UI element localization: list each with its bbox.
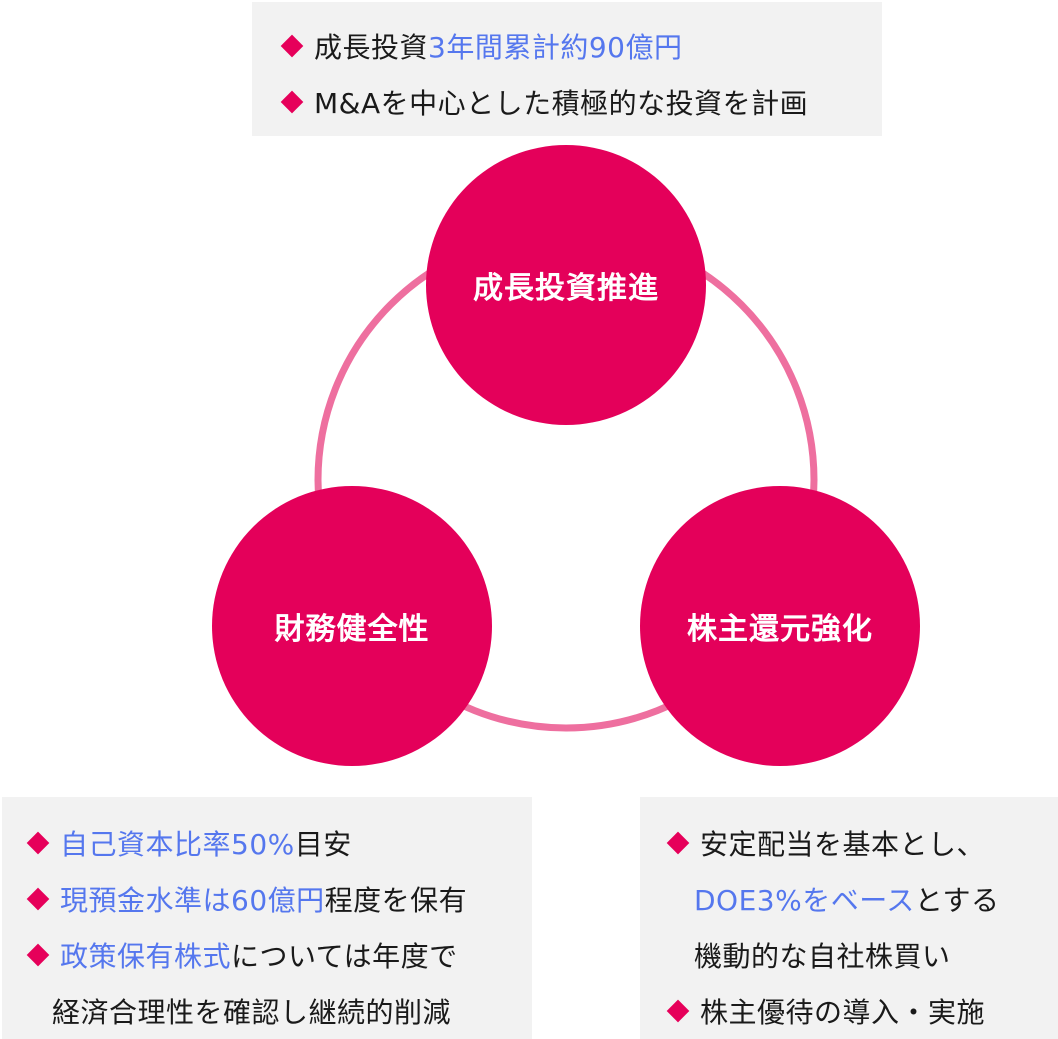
right-line3-text: 機動的な自社株買い [694,940,951,973]
diamond-bullet-icon [26,943,50,967]
growth-investment-circle: 成長投資推進 [426,145,706,425]
left-line1-text: 目安 [294,828,352,861]
top-line1-text: 成長投資 [314,31,429,64]
financial-health-info-box: 自己資本比率50%目安 現預金水準は60億円程度を保有 政策保有株式については年… [2,797,532,1039]
shareholder-return-info-box: 安定配当を基本とし、 DOE3%をベースとする 機動的な自社株買い 株主優待の導… [640,797,1058,1039]
left-line3-highlight: 政策保有株式 [60,940,232,973]
top-box-line-2: M&Aを中心とした積極的な投資を計画 [276,74,882,130]
diamond-bullet-icon [26,831,50,855]
diamond-bullet-icon [666,831,690,855]
top-line1-highlight: 3年間累計約90億円 [428,31,683,64]
right-box-line-2: DOE3%をベースとする [662,871,1058,927]
right-line4-text: 株主優待の導入・実施 [700,996,986,1029]
left-box-line-4: 経済合理性を確認し継続的削減 [22,983,532,1039]
diamond-bullet-icon [666,999,690,1023]
left-box-line-2: 現預金水準は60億円程度を保有 [22,871,532,927]
left-box-line-3: 政策保有株式については年度で [22,927,532,983]
right-box-line-3: 機動的な自社株買い [662,927,1058,983]
financial-health-circle: 財務健全性 [212,486,492,766]
right-line2-text: とする [914,884,1000,917]
financial-health-label: 財務健全性 [274,612,430,647]
left-line2-text: 程度を保有 [324,884,468,917]
right-box-line-1: 安定配当を基本とし、 [662,815,1058,871]
left-line3-text: については年度で [231,940,458,973]
left-line1-highlight: 自己資本比率50% [60,828,295,861]
diamond-bullet-icon [280,90,304,114]
left-line4-text: 経済合理性を確認し継続的削減 [52,996,452,1029]
top-line2-text: M&Aを中心とした積極的な投資を計画 [314,87,809,120]
diamond-bullet-icon [26,887,50,911]
growth-investment-label: 成長投資推進 [473,271,659,306]
shareholder-return-circle: 株主還元強化 [640,486,920,766]
left-box-line-1: 自己資本比率50%目安 [22,815,532,871]
left-line2-highlight: 現預金水準は60億円 [60,884,325,917]
shareholder-return-label: 株主還元強化 [687,612,873,647]
right-line1-text: 安定配当を基本とし、 [700,828,986,861]
right-line2-highlight: DOE3%をベース [694,884,915,917]
right-box-line-4: 株主優待の導入・実施 [662,983,1058,1039]
diamond-bullet-icon [280,34,304,58]
